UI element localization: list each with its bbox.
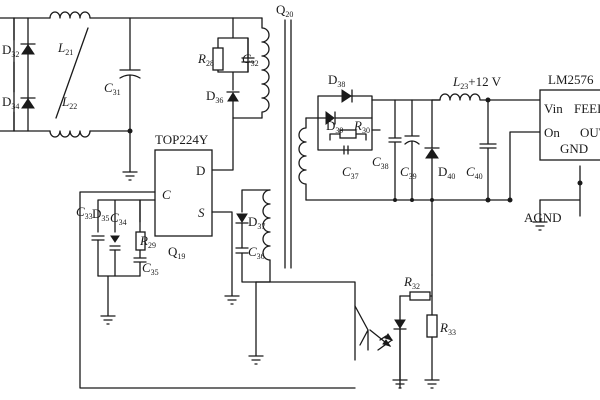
pin-top-d: D [196,163,205,178]
control-network [91,199,147,325]
label-r33: R33 [439,320,456,337]
label-r29: R29 [139,233,156,250]
label-c36: C36 [248,244,265,261]
output-stage [431,89,600,231]
label-l21: L21 [57,40,73,57]
label-c35: C35 [142,260,159,277]
diode-d34 [20,97,36,109]
capacitor-c37 [343,145,349,155]
diode-d37 [236,213,248,223]
capacitor-c39 [404,99,420,201]
top224y-chip [154,149,213,237]
diode-d38 [341,89,352,103]
input-filter [0,11,234,181]
pin-top-s: S [198,205,205,220]
label-c32: C32 [242,51,259,68]
label-r30: R30 [353,118,370,135]
label-c33: C33 [76,204,93,221]
label-r28: R28 [197,51,214,68]
label-d38: D38 [328,72,345,89]
label-d34: D34 [2,94,19,111]
opto-led [394,319,406,329]
inductor-l22 [49,130,91,138]
label-r32: R32 [403,274,420,291]
aux-supply [235,189,356,365]
transformer-q20 [261,17,307,269]
label-lm2576: LM2576 [548,72,594,87]
pin-lm-out: OUT [580,125,600,140]
resistor-r28 [212,47,224,71]
capacitor-c31 [119,17,141,181]
label-d40: D40 [438,164,455,181]
label-c38: C38 [372,154,389,171]
diode-d36 [226,91,240,102]
label-c39: C39 [400,164,417,181]
labels: D32 D34 L21 L22 C31 R28 C32 D36 Q20 TOP2… [2,2,600,337]
label-d37: D37 [248,214,265,231]
label-q20: Q20 [276,2,293,19]
inductor-l21 [49,11,91,19]
label-d32: D32 [2,42,19,59]
opto-transistor [354,305,394,351]
label-c34: C34 [110,210,127,227]
resistor-r32 [409,291,431,301]
label-d39: D39 [326,118,343,135]
capacitor-c40 [479,99,497,201]
capacitor-c36 [235,247,249,254]
pin-lm-vin: Vin [544,101,563,116]
label-l22: L22 [61,94,77,111]
choke-core-line [55,27,89,119]
label-c31: C31 [104,80,121,97]
label-top224y: TOP224Y [155,132,209,147]
pin-lm-on: On [544,125,560,140]
pin-top-c: C [162,187,171,202]
label-d36: D36 [206,88,223,105]
label-c37: C37 [342,164,359,181]
label-c40: C40 [466,164,483,181]
inductor-l23 [431,93,541,101]
diode-d35 [110,235,120,243]
label-agnd: AGND [524,210,562,225]
label-l23: L23+12 V [452,74,502,91]
feedback-network [354,274,440,389]
lm2576-regulator [539,89,600,161]
diode-d32 [20,43,36,55]
label-q19: Q19 [168,244,185,261]
diode-d40 [425,148,439,159]
secondary-rectifier [305,89,511,276]
pin-lm-gnd: GND [560,141,588,156]
resistor-r33 [426,314,438,338]
label-d35: D35 [92,206,109,223]
capacitor-c38 [388,99,402,201]
pin-lm-feed: FEED [574,101,600,116]
